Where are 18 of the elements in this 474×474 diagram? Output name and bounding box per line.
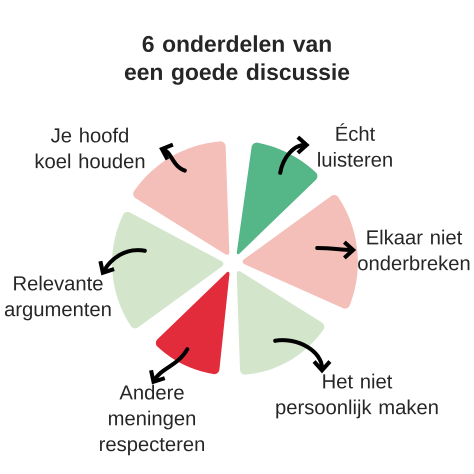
arrow (98, 248, 147, 276)
arrow (149, 347, 190, 384)
pie-slice (236, 142, 320, 254)
label-text: Écht luisteren (318, 123, 392, 167)
label-text: Elkaar niet onderbreken (358, 230, 470, 270)
label-text: Je hoofd koel houden (36, 128, 144, 168)
label-text: Andere meningen respecteren (100, 384, 204, 456)
arrow (278, 136, 310, 175)
pie-slice (236, 271, 326, 375)
arrow (159, 142, 187, 173)
label-text: Relevante argumenten (4, 276, 111, 320)
pie-slice (112, 212, 224, 328)
arrow (315, 240, 356, 260)
pie-slice (153, 272, 230, 375)
title: 6 onderdelen van een goede discussie (124, 35, 350, 85)
pie-slice (242, 194, 358, 309)
label-text: Het niet persoonlijk maken (276, 374, 438, 418)
arrow (273, 338, 332, 374)
